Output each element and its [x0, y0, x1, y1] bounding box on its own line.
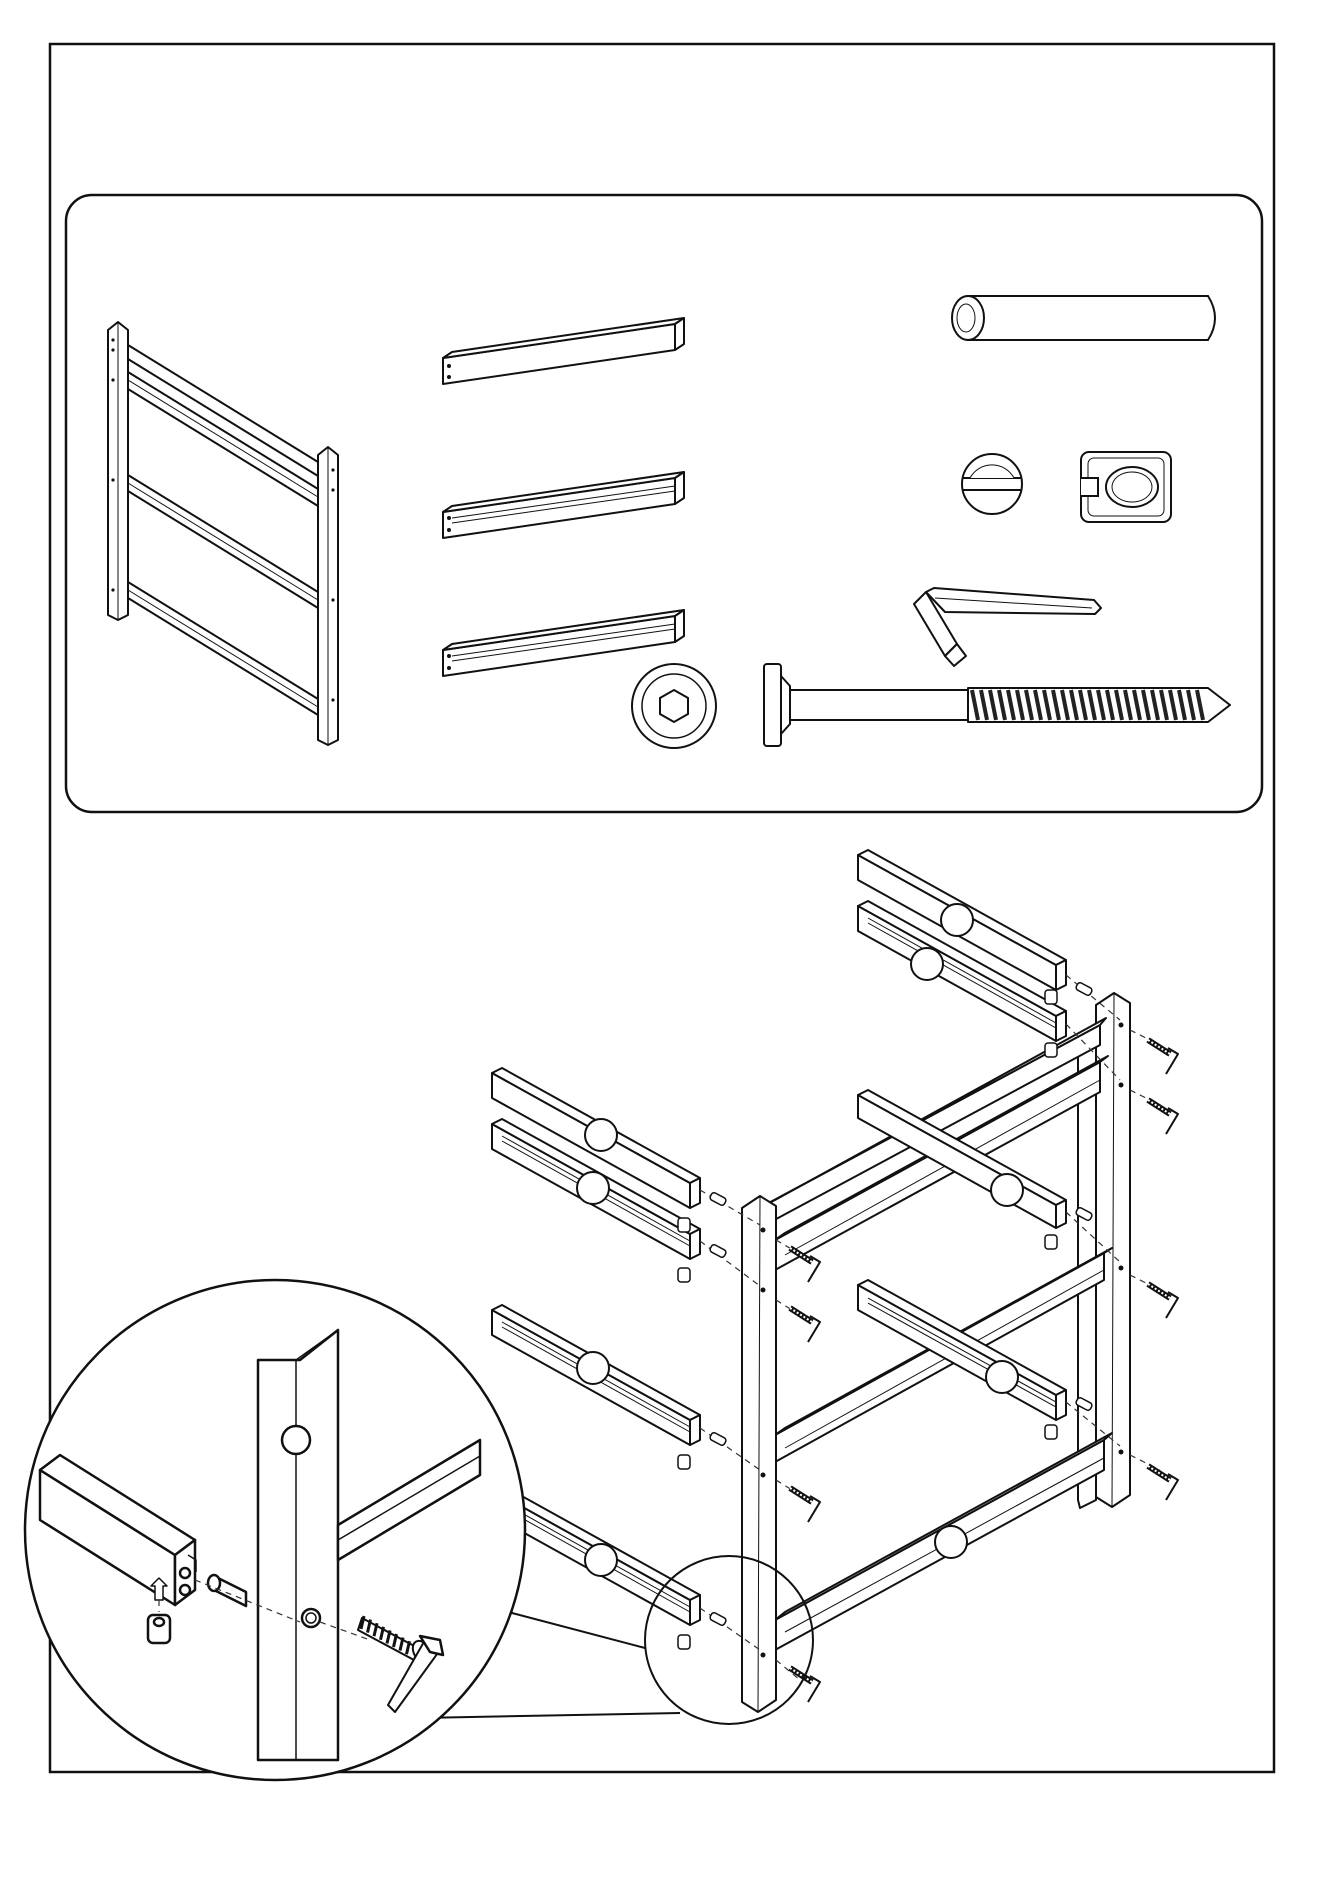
callout-2 [911, 948, 943, 980]
callout-8 [935, 1526, 967, 1558]
cam-nut-part [1081, 452, 1171, 522]
bolt-key [1148, 1040, 1178, 1074]
bolt-key [1148, 1100, 1178, 1134]
callout-9 [585, 1544, 617, 1576]
back-top-rails [858, 850, 1066, 1041]
callout-4 [577, 1172, 609, 1204]
bolt-key [790, 1488, 820, 1522]
grooved-rail-b-part [443, 610, 684, 676]
plain-rail-part [443, 318, 684, 384]
grooved-rail-a-part [443, 472, 684, 538]
assembly-drawing [492, 850, 1178, 1712]
dowel-part [952, 296, 1215, 340]
zoom-leader-bottom [420, 1713, 680, 1718]
callout-3 [585, 1119, 617, 1151]
barrel-nut-part [962, 454, 1022, 514]
allen-key-part [914, 588, 1101, 666]
bolt-head-part [632, 664, 716, 748]
end-frame-part [108, 322, 338, 745]
bolt-key [1148, 1466, 1178, 1500]
bolt-key [1148, 1284, 1178, 1318]
callout-1 [941, 904, 973, 936]
callout-5 [991, 1174, 1023, 1206]
detail-view [25, 1280, 525, 1780]
bolt-key [790, 1308, 820, 1342]
callout-6 [577, 1352, 609, 1384]
bolt-key [790, 1668, 820, 1702]
callout-7 [986, 1361, 1018, 1393]
bolt-part [764, 664, 1230, 746]
